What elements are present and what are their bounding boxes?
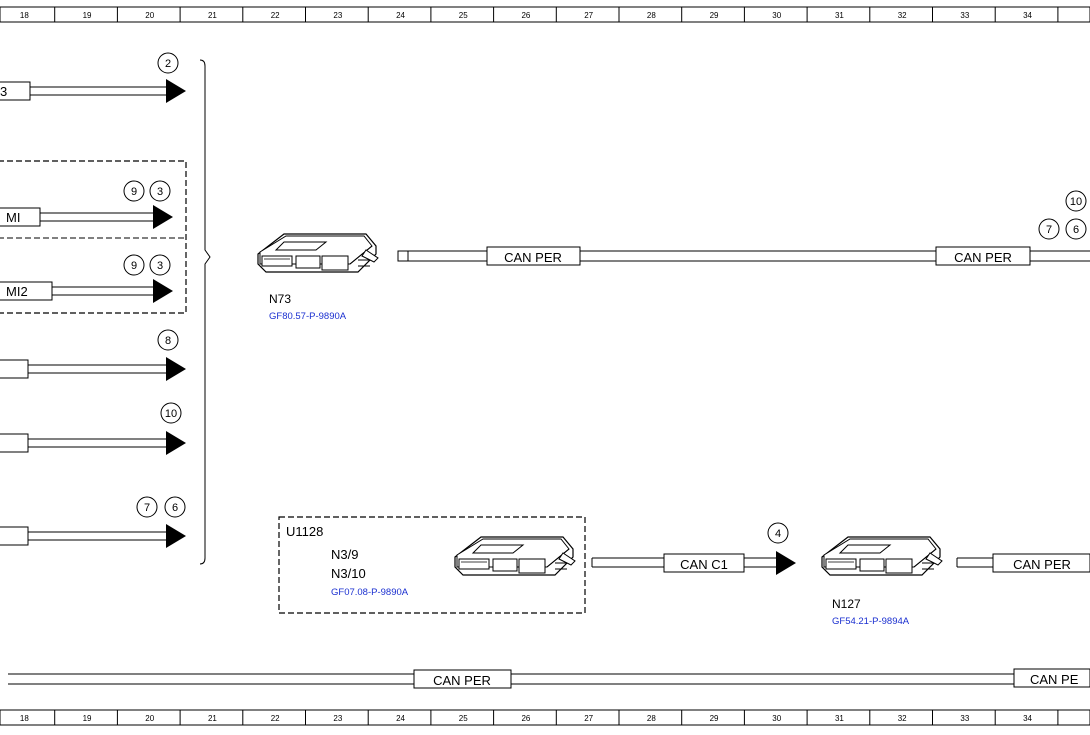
ruler-column-label: 33 bbox=[960, 11, 969, 20]
module-n73[interactable]: N73 GF80.57-P-9890A bbox=[257, 233, 379, 322]
callout-number: 6 bbox=[172, 502, 178, 514]
reference-link[interactable]: GF80.57-P-9890A bbox=[269, 311, 347, 322]
ruler-column-label: 27 bbox=[584, 11, 593, 20]
bus-label: CAN PER bbox=[433, 673, 491, 688]
left-connector-6: 7 6 bbox=[0, 496, 186, 548]
callout-number: 10 bbox=[1070, 196, 1082, 208]
ruler-column-label: 18 bbox=[20, 11, 29, 20]
callout-number: 6 bbox=[1073, 224, 1079, 236]
callout-number: 8 bbox=[165, 335, 171, 347]
ruler-column-label: 23 bbox=[333, 714, 342, 723]
module-label: N3/9 bbox=[331, 547, 358, 562]
arrow-right-icon bbox=[153, 279, 173, 303]
ruler-column-label: 28 bbox=[647, 714, 656, 723]
ruler-column-label: 33 bbox=[960, 714, 969, 723]
left-connector-mi2: MI2 9 3 bbox=[0, 254, 173, 303]
ruler-column-label: 21 bbox=[208, 714, 217, 723]
arrow-right-icon bbox=[166, 524, 186, 548]
ruler-column-label: 26 bbox=[521, 11, 530, 20]
left-connector-1: 3 2 bbox=[0, 52, 186, 103]
callout-number: 3 bbox=[157, 186, 163, 198]
ruler-column-label: 29 bbox=[710, 11, 719, 20]
ruler-column-label: 34 bbox=[1023, 714, 1032, 723]
callout-number: 4 bbox=[775, 528, 781, 540]
bus-label: CAN PER bbox=[954, 250, 1012, 265]
can-bus-n127-right: CAN PER bbox=[956, 553, 1090, 573]
ruler-column-label: 19 bbox=[83, 714, 92, 723]
ruler-column-label: 28 bbox=[647, 11, 656, 20]
callout-number: 7 bbox=[1046, 224, 1052, 236]
arrow-right-icon bbox=[153, 205, 173, 229]
ruler-column-label: 18 bbox=[20, 714, 29, 723]
ruler-column-label: 32 bbox=[898, 11, 907, 20]
left-connector-mi: MI 9 3 bbox=[0, 180, 173, 229]
callout-number: 3 bbox=[157, 260, 163, 272]
ruler-column-label: 31 bbox=[835, 714, 844, 723]
left-connector-4: 8 bbox=[0, 329, 186, 381]
ruler-column-label: 32 bbox=[898, 714, 907, 723]
ruler-column-label: 22 bbox=[271, 714, 280, 723]
connector-label: 3 bbox=[0, 84, 7, 99]
can-c1-link: CAN C1 4 bbox=[591, 522, 796, 575]
ruler-column-label: 24 bbox=[396, 714, 405, 723]
arrow-right-icon bbox=[166, 431, 186, 455]
reference-link[interactable]: GF07.08-P-9890A bbox=[331, 587, 409, 598]
left-connector-5: 10 bbox=[0, 402, 186, 455]
bus-label: CAN C1 bbox=[680, 557, 728, 572]
callout-number: 7 bbox=[144, 502, 150, 514]
callout-number: 9 bbox=[131, 186, 137, 198]
ruler-column-label: 27 bbox=[584, 714, 593, 723]
bus-label: CAN PER bbox=[1013, 557, 1071, 572]
arrow-right-icon bbox=[166, 79, 186, 103]
ruler-column-label: 25 bbox=[459, 714, 468, 723]
callout-number: 10 bbox=[165, 408, 177, 420]
connector-label: MI bbox=[6, 210, 20, 225]
arrow-right-icon bbox=[166, 357, 186, 381]
module-n127[interactable]: N127 GF54.21-P-9894A bbox=[821, 536, 943, 627]
bottom-ruler: 18 19 20 21 22 23 24 25 26 27 28 29 30 31 32 33 34 bbox=[0, 709, 1090, 726]
grouping-bracket bbox=[199, 59, 211, 565]
bus-label: CAN PE bbox=[1030, 672, 1079, 687]
module-label: N73 bbox=[269, 292, 291, 306]
ruler-column-label: 20 bbox=[145, 714, 154, 723]
can-bus-upper: CAN PER CAN PER 10 7 6 bbox=[397, 190, 1090, 266]
module-label: N3/10 bbox=[331, 566, 366, 581]
ruler-column-label: 22 bbox=[271, 11, 280, 20]
module-group-u1128[interactable]: U1128 N3/9 N3/10 GF07.08-P-9890A bbox=[278, 516, 586, 614]
top-ruler: 18 19 20 21 22 23 24 25 26 27 28 29 30 31 32 33 34 bbox=[0, 6, 1090, 23]
ruler-column-label: 19 bbox=[83, 11, 92, 20]
ruler-column-label: 20 bbox=[145, 11, 154, 20]
dashed-group-box bbox=[0, 160, 187, 314]
ruler-column-label: 29 bbox=[710, 714, 719, 723]
ruler-column-label: 31 bbox=[835, 11, 844, 20]
ruler-column-label: 26 bbox=[521, 714, 530, 723]
module-label: N127 bbox=[832, 597, 861, 611]
ruler-column-label: 30 bbox=[772, 714, 781, 723]
can-bus-bottom: CAN PER CAN PE bbox=[8, 668, 1090, 689]
ruler-column-label: 24 bbox=[396, 11, 405, 20]
callout-number: 9 bbox=[131, 260, 137, 272]
ruler-column-label: 25 bbox=[459, 11, 468, 20]
bus-label: CAN PER bbox=[504, 250, 562, 265]
connector-label: MI2 bbox=[6, 284, 28, 299]
ruler-column-label: 23 bbox=[333, 11, 342, 20]
callout-number: 2 bbox=[165, 58, 171, 70]
group-label: U1128 bbox=[286, 524, 323, 539]
ruler-column-label: 34 bbox=[1023, 11, 1032, 20]
ruler-column-label: 30 bbox=[772, 11, 781, 20]
ruler-column-label: 21 bbox=[208, 11, 217, 20]
reference-link[interactable]: GF54.21-P-9894A bbox=[832, 616, 910, 627]
arrow-right-icon bbox=[776, 551, 796, 575]
